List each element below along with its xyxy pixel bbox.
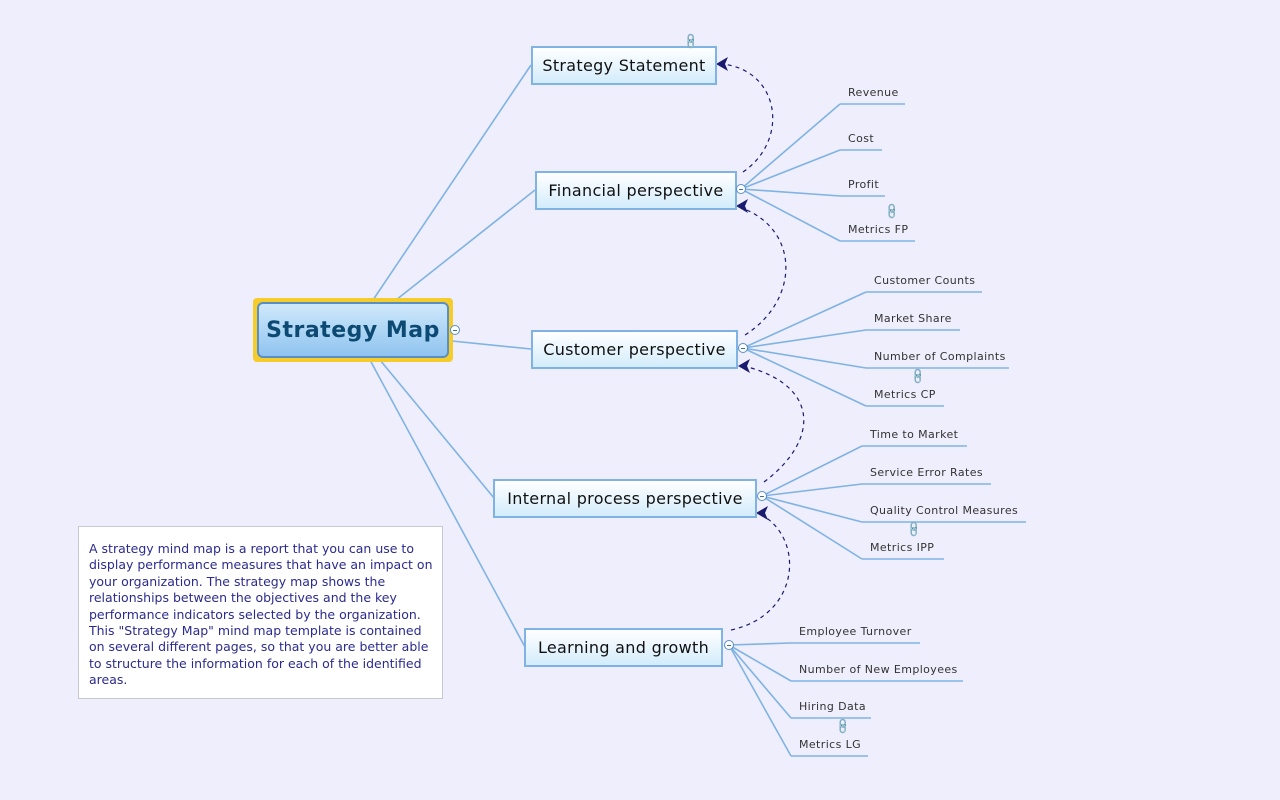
subtopic-quality-control-measures[interactable]: Quality Control Measures (870, 504, 1019, 517)
branch-root-customer (451, 340, 532, 350)
branch-learning-0 (728, 642, 792, 646)
branch-learning-2 (728, 644, 792, 719)
subtopic-metrics-ipp[interactable]: Metrics IPP (870, 541, 935, 554)
note-text: A strategy mind map is a report that you… (89, 541, 433, 688)
relationship-line-3 (730, 514, 791, 631)
subtopic-metrics-lg[interactable]: Metrics LG (799, 738, 862, 751)
relationship-line-2 (743, 365, 805, 483)
branch-customer-3 (742, 347, 867, 407)
subtopic-number-of-complaints[interactable]: Number of Complaints (874, 350, 1006, 363)
subtopic-revenue[interactable]: Revenue (848, 86, 899, 99)
subtopic-time-to-market[interactable]: Time to Market (870, 428, 959, 441)
description-note: A strategy mind map is a report that you… (78, 526, 443, 699)
root-collapse-icon[interactable] (450, 325, 460, 335)
subtopic-number-of-new-employees[interactable]: Number of New Employees (799, 663, 958, 676)
branch-customer-1 (742, 329, 867, 349)
branch-financial-1 (740, 149, 841, 190)
topic-internal-process-perspective[interactable]: Internal process perspective (493, 479, 757, 518)
branch-financial-0 (740, 103, 841, 190)
root-topic[interactable]: Strategy Map (257, 302, 449, 358)
subtopic-service-error-rates[interactable]: Service Error Rates (870, 466, 984, 479)
branch-root-learning (369, 359, 526, 648)
relationship-arrowhead-3 (756, 506, 768, 520)
subtopic-metrics-fp[interactable]: Metrics FP (848, 223, 909, 236)
branch-root-strategy-statement (372, 64, 532, 301)
branch-learning-1 (728, 644, 792, 682)
subtopic-customer-counts[interactable]: Customer Counts (874, 274, 976, 287)
branch-internal-0 (761, 445, 863, 497)
topic-strategy-statement[interactable]: Strategy Statement (531, 46, 717, 85)
subtopic-metrics-cp[interactable]: Metrics CP (874, 388, 936, 401)
relationship-line-0 (721, 63, 774, 173)
branch-internal-2 (761, 495, 863, 523)
relationship-arrowhead-1 (736, 199, 748, 213)
branch-financial-3 (740, 188, 841, 242)
branch-learning-3 (728, 644, 792, 757)
customer-collapse-icon[interactable] (738, 343, 748, 353)
subtopic-hiring-data[interactable]: Hiring Data (799, 700, 867, 713)
subtopic-market-share[interactable]: Market Share (874, 312, 952, 325)
relationship-arrowhead-0 (716, 57, 728, 71)
subtopic-profit[interactable]: Profit (848, 178, 880, 191)
branch-internal-1 (761, 483, 863, 497)
internal-collapse-icon[interactable] (757, 491, 767, 501)
relationship-arrowhead-2 (738, 359, 750, 373)
relationship-line-1 (741, 207, 787, 336)
subtopic-cost[interactable]: Cost (848, 132, 875, 145)
subtopic-employee-turnover[interactable]: Employee Turnover (799, 625, 912, 638)
branch-financial-2 (740, 188, 841, 197)
financial-collapse-icon[interactable] (736, 184, 746, 194)
topic-learning-and-growth[interactable]: Learning and growth (524, 628, 723, 667)
topic-financial-perspective[interactable]: Financial perspective (535, 171, 737, 210)
branch-customer-0 (742, 291, 867, 349)
branch-internal-3 (761, 495, 863, 560)
branch-root-internal (379, 359, 495, 499)
branch-root-financial (395, 189, 536, 301)
learning-collapse-icon[interactable] (724, 640, 734, 650)
topic-customer-perspective[interactable]: Customer perspective (531, 330, 738, 369)
branch-customer-2 (742, 347, 867, 369)
